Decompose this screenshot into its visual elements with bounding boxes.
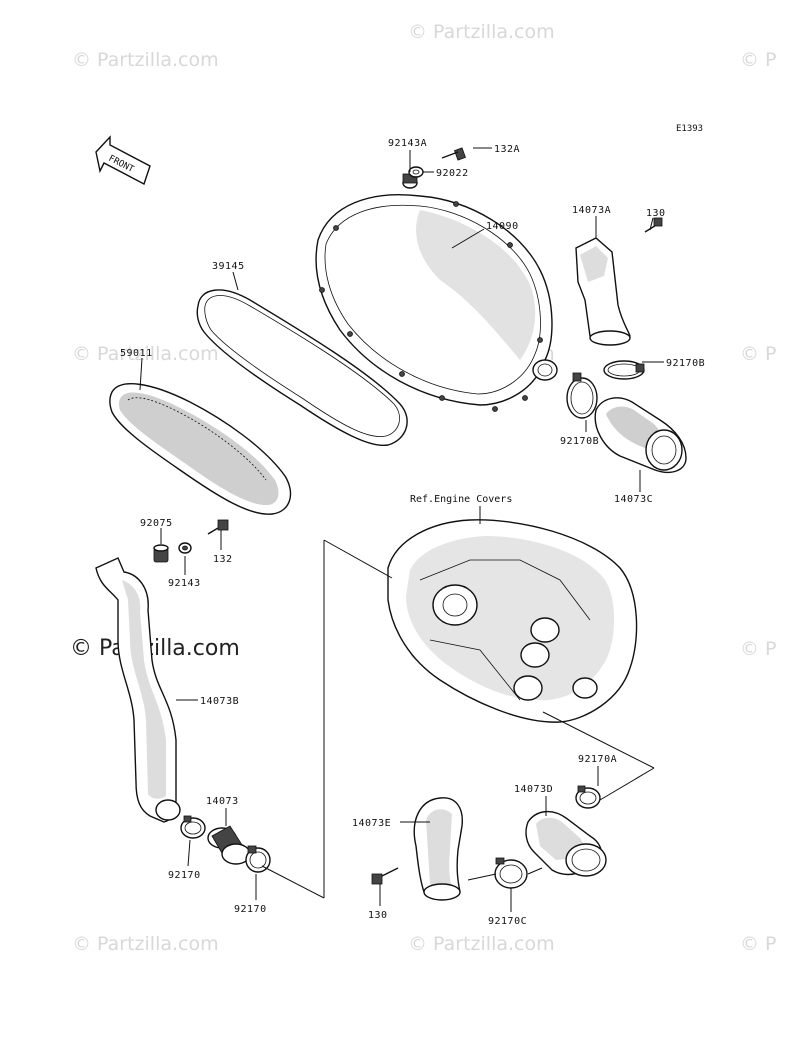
boot-14073 bbox=[207, 825, 251, 865]
part-label: 92022 bbox=[436, 168, 469, 179]
clamp-92170B-upper bbox=[603, 360, 645, 380]
part-label: 14073C bbox=[614, 494, 653, 505]
part-label: 92170 bbox=[234, 904, 267, 915]
part-label: 132 bbox=[213, 554, 233, 565]
bolt-130-lower bbox=[371, 867, 399, 885]
front-arrow-icon: FRONT bbox=[95, 135, 151, 186]
duct-14073D bbox=[525, 811, 607, 877]
watermark: © Partzilla.com bbox=[72, 343, 219, 365]
duct-14073C bbox=[594, 397, 687, 474]
part-label: 130 bbox=[368, 910, 388, 921]
part-label: 130 bbox=[646, 208, 666, 219]
watermark: © P bbox=[740, 343, 777, 365]
clamp-92170B-lower bbox=[566, 372, 598, 419]
watermark: © Partzilla.com bbox=[408, 933, 555, 955]
part-label: 92143A bbox=[388, 138, 427, 149]
part-label: 92170 bbox=[168, 870, 201, 881]
leader-lines bbox=[139, 147, 664, 912]
washer-92022 bbox=[408, 166, 424, 178]
watermark: © P bbox=[740, 933, 777, 955]
watermark-main: © Partzilla.com bbox=[70, 636, 240, 661]
ref-engine-covers-label: Ref.Engine Covers bbox=[410, 494, 512, 505]
part-label: 92170B bbox=[560, 436, 599, 447]
part-label: 14073D bbox=[514, 784, 553, 795]
part-label: 14090 bbox=[486, 221, 519, 232]
clamp-92170C bbox=[494, 857, 528, 889]
duct-14073E bbox=[413, 797, 463, 901]
duct-14073B bbox=[95, 557, 181, 823]
bolt-132A bbox=[441, 147, 466, 161]
watermark: © Partzilla.com bbox=[408, 21, 555, 43]
watermark: © Partzilla.com bbox=[72, 49, 219, 71]
part-label: 132A bbox=[494, 144, 520, 155]
part-label: 92170A bbox=[578, 754, 617, 765]
part-label: 92075 bbox=[140, 518, 173, 529]
drive-belt-59011 bbox=[109, 383, 292, 515]
clamp-92170-left bbox=[180, 815, 206, 839]
bolt-132 bbox=[207, 519, 229, 535]
part-label: 92170B bbox=[666, 358, 705, 369]
part-label: 14073A bbox=[572, 205, 611, 216]
clutch-cover-14090 bbox=[315, 194, 558, 412]
bolt-130-upper bbox=[644, 217, 663, 233]
part-label: 14073B bbox=[200, 696, 239, 707]
part-label: 92170C bbox=[488, 916, 527, 927]
part-label: 92143 bbox=[168, 578, 201, 589]
part-label: 14073E bbox=[352, 818, 391, 829]
engine-cover-ref bbox=[387, 519, 638, 723]
watermark: © Partzilla.com bbox=[72, 933, 219, 955]
diagram-code: E1393 bbox=[676, 124, 703, 134]
duct-14073A bbox=[575, 237, 631, 346]
watermark: © P bbox=[740, 638, 777, 660]
washer-92143 bbox=[178, 542, 192, 554]
part-labels: 92143A 132A 92022 14090 14073A 130 39145… bbox=[120, 138, 705, 927]
clamp-92170A bbox=[575, 785, 601, 809]
part-label: 59011 bbox=[120, 348, 153, 359]
watermark: © P bbox=[740, 49, 777, 71]
collar-92075 bbox=[153, 544, 169, 563]
clamp-92170-right bbox=[245, 845, 271, 873]
part-label: 39145 bbox=[212, 261, 245, 272]
seal-39145 bbox=[196, 289, 408, 447]
part-label: 14073 bbox=[206, 796, 239, 807]
